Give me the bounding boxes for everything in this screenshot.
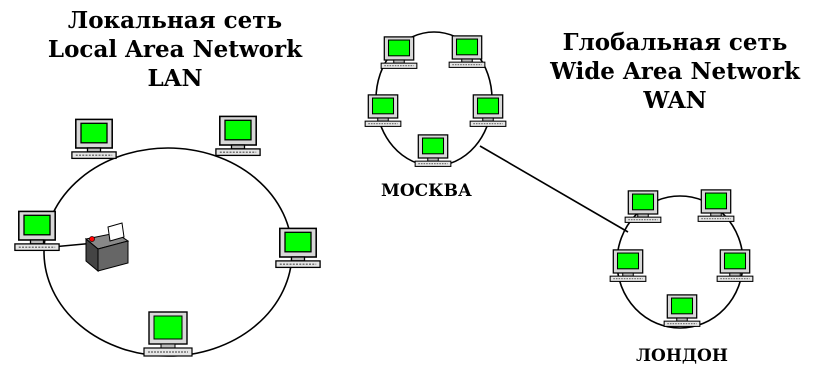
computer-icon bbox=[143, 311, 193, 357]
london-network bbox=[609, 189, 754, 329]
computer-icon bbox=[275, 227, 321, 269]
computer-icon bbox=[380, 36, 418, 70]
computer-icon bbox=[448, 35, 486, 69]
lan-network bbox=[14, 115, 321, 357]
computer-icon bbox=[716, 249, 754, 283]
moscow-network bbox=[364, 31, 507, 168]
computer-icon bbox=[14, 210, 60, 252]
london-label: ЛОНДОН bbox=[636, 346, 728, 366]
wan-link bbox=[479, 145, 629, 233]
lan-title-line-en: Local Area Network bbox=[47, 36, 303, 63]
computer-icon bbox=[609, 249, 647, 283]
computer-icon bbox=[364, 94, 402, 128]
computer-icon bbox=[469, 94, 507, 128]
computer-icon bbox=[215, 115, 261, 157]
lan-title-line-abbr: LAN bbox=[147, 65, 203, 92]
lan-title-line-ru: Локальная сеть bbox=[67, 7, 283, 34]
wan-title: Глобальная сеть Wide Area Network WAN bbox=[530, 28, 816, 115]
lan-title: Локальная сеть Local Area Network LAN bbox=[25, 6, 325, 93]
wan-title-line-abbr: WAN bbox=[643, 87, 707, 114]
computer-icon bbox=[414, 134, 452, 168]
computer-icon bbox=[697, 189, 735, 223]
computer-icon bbox=[624, 190, 662, 224]
wan-title-line-en: Wide Area Network bbox=[550, 58, 800, 85]
computer-icon bbox=[663, 294, 701, 328]
computer-icon bbox=[71, 118, 117, 160]
printer-icon bbox=[84, 222, 130, 273]
wan-title-line-ru: Глобальная сеть bbox=[562, 29, 788, 56]
moscow-label: МОСКВА bbox=[381, 181, 472, 201]
